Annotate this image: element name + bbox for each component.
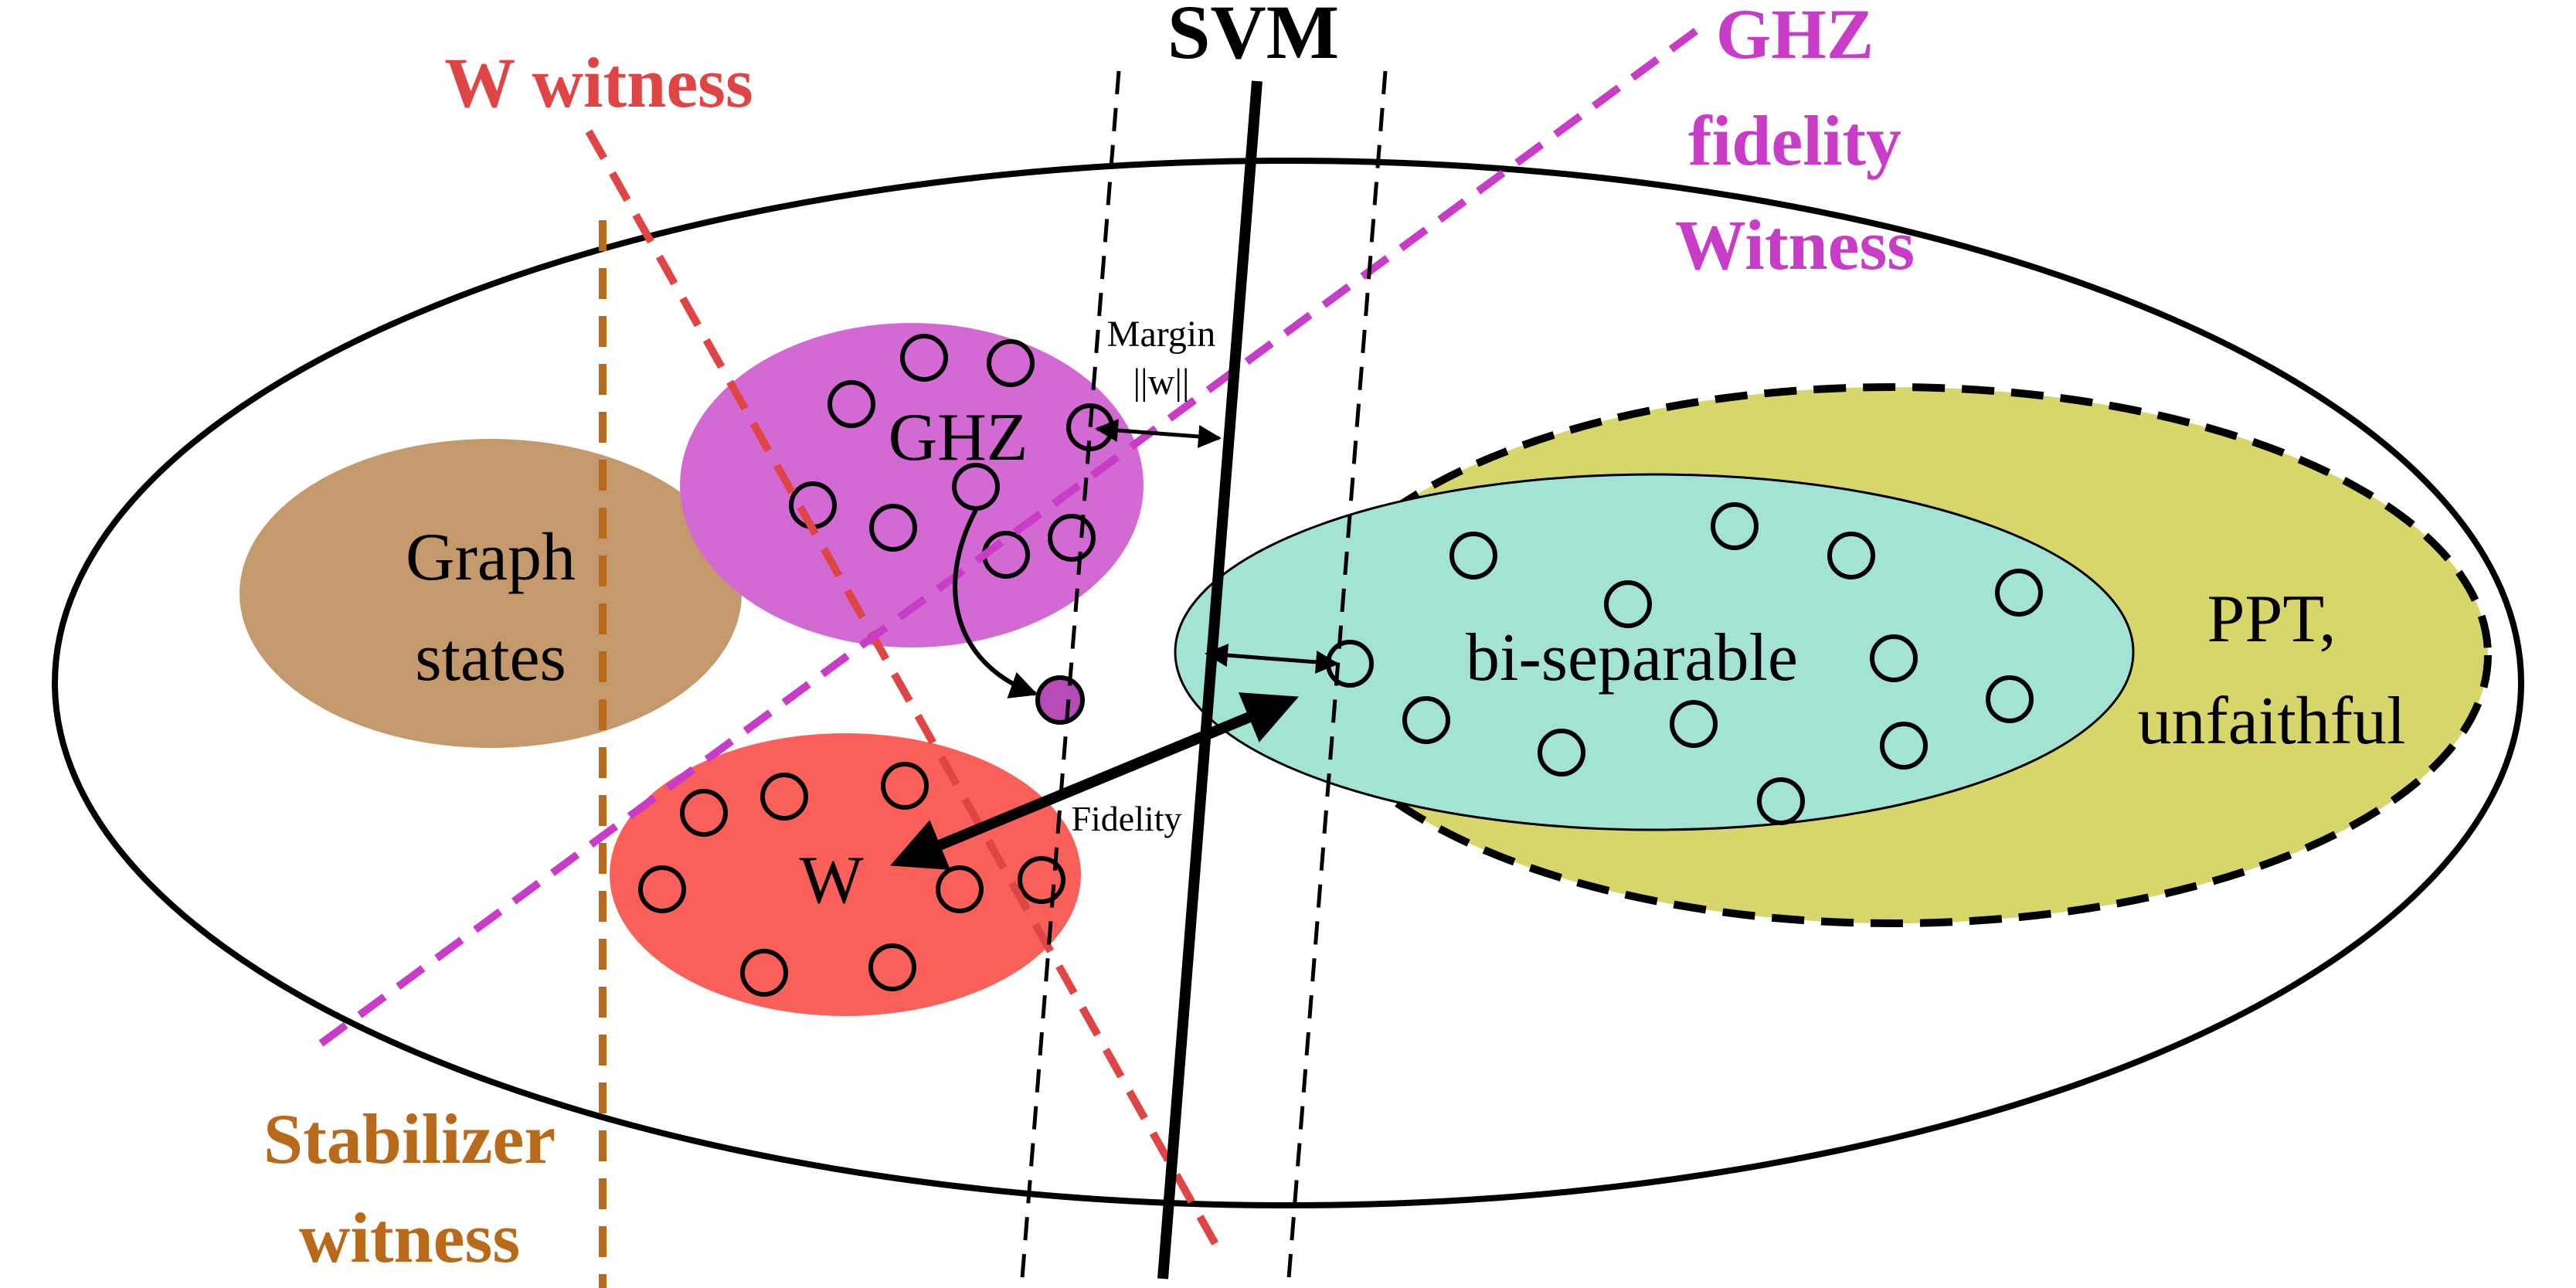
svm-margin-right — [1286, 70, 1388, 1288]
ppt-label-line1: PPT, — [2207, 582, 2336, 657]
margin-label-line2: ||w|| — [1133, 362, 1189, 403]
biseparable-label: bi-separable — [1466, 620, 1798, 695]
ppt-label-line2: unfaithful — [2137, 684, 2405, 759]
margin-arrow — [1095, 419, 1222, 448]
ghz-witness-label-line3: Witness — [1675, 206, 1915, 284]
fidelity-label: Fidelity — [1071, 799, 1181, 838]
svm-label: SVM — [1167, 0, 1339, 75]
biseparable-margin-arrow — [1205, 644, 1339, 674]
ghz-witness-label-line1: GHZ — [1716, 0, 1874, 73]
outer-state-space — [52, 158, 2524, 1208]
w-witness-label: W witness — [444, 43, 753, 122]
biseparable-state-points — [1326, 502, 2043, 825]
w-witness-line — [585, 129, 1219, 1246]
fidelity-arrow — [890, 692, 1299, 870]
projection-curved-arrow — [953, 508, 1038, 698]
graph-states-region — [240, 439, 742, 748]
stabilizer-witness-label-line1: Stabilizer — [263, 1099, 556, 1178]
w-label: W — [799, 843, 863, 918]
margin-label-line1: Margin — [1107, 314, 1215, 355]
svm-hyperplane — [1157, 80, 1263, 1280]
ghz-label: GHZ — [889, 400, 1028, 475]
graph-states-label-line1: Graph — [406, 520, 576, 595]
ghz-witness-label-line2: fidelity — [1688, 101, 1901, 180]
svm-margin-left — [1019, 70, 1121, 1288]
ghz-region — [680, 323, 1144, 647]
ghz-projected-point — [1035, 675, 1085, 725]
graph-states-label-line2: states — [415, 620, 566, 695]
stabilizer-witness-label-line2: witness — [299, 1198, 520, 1277]
